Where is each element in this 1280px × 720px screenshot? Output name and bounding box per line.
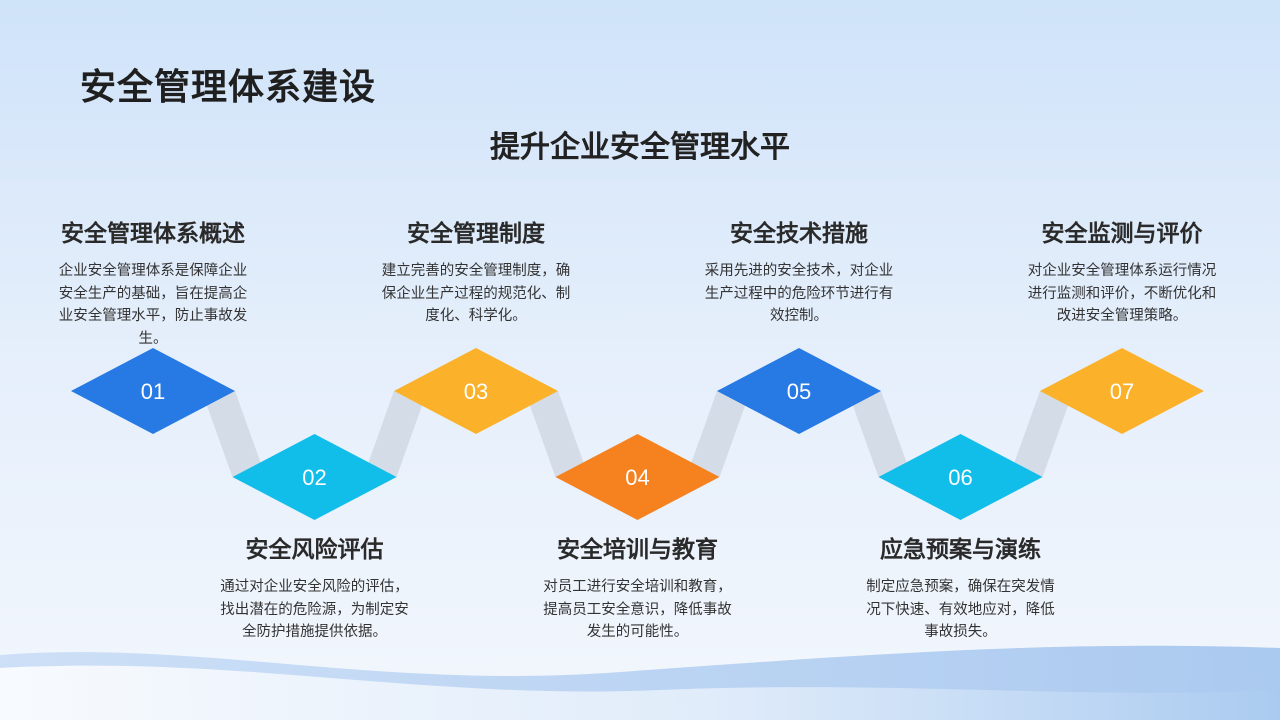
- step-title: 安全技术措施: [730, 221, 868, 247]
- step-card-02: 安全风险评估通过对企业安全风险的评估，找出潜在的危险源，为制定安全防护措施提供依…: [190, 530, 440, 644]
- step-node-03: 03: [394, 348, 558, 434]
- step-diamond: [232, 434, 397, 520]
- step-node-01: 01: [71, 348, 235, 434]
- step-node-07: 07: [1040, 348, 1204, 434]
- step-description: 对员工进行安全培训和教育，提高员工安全意识，降低事故发生的可能性。: [543, 579, 732, 640]
- step-number: 06: [948, 465, 972, 490]
- step-card-01: 安全管理体系概述企业安全管理体系是保障企业安全生产的基础，旨在提高企业安全管理水…: [28, 214, 278, 350]
- step-diamond: [71, 348, 235, 434]
- step-title: 安全风险评估: [245, 537, 384, 563]
- step-diamond: [394, 348, 558, 434]
- step-number: 04: [625, 465, 649, 490]
- step-card-05: 安全技术措施采用先进的安全技术，对企业生产过程中的危险环节进行有效控制。: [674, 214, 924, 328]
- step-title: 安全培训与教育: [557, 537, 718, 563]
- step-description: 建立完善的安全管理制度，确保企业生产过程的规范化、制度化、科学化。: [381, 263, 571, 324]
- step-card-04: 安全培训与教育对员工进行安全培训和教育，提高员工安全意识，降低事故发生的可能性。: [513, 530, 763, 644]
- page-subtitle: 提升企业安全管理水平: [490, 130, 790, 165]
- step-number: 07: [1110, 379, 1134, 404]
- step-title: 安全监测与评价: [1041, 221, 1203, 247]
- step-number: 02: [302, 465, 326, 490]
- step-description: 采用先进的安全技术，对企业生产过程中的危险环节进行有效控制。: [704, 263, 894, 324]
- step-number: 03: [464, 379, 488, 404]
- step-node-05: 05: [717, 348, 881, 434]
- step-description: 企业安全管理体系是保障企业安全生产的基础，旨在提高企业安全管理水平，防止事故发生…: [58, 263, 248, 347]
- step-card-07: 安全监测与评价对企业安全管理体系运行情况进行监测和评价，不断优化和改进安全管理策…: [997, 214, 1247, 328]
- step-card-03: 安全管理制度建立完善的安全管理制度，确保企业生产过程的规范化、制度化、科学化。: [351, 214, 601, 328]
- step-node-04: 04: [555, 434, 720, 520]
- step-diamond: [1040, 348, 1204, 434]
- step-card-06: 应急预案与演练制定应急预案，确保在突发情况下快速、有效地应对，降低事故损失。: [836, 530, 1086, 644]
- step-title: 应急预案与演练: [880, 537, 1041, 563]
- step-number: 05: [787, 379, 811, 404]
- step-diamond: [717, 348, 881, 434]
- step-node-02: 02: [232, 434, 397, 520]
- step-node-06: 06: [878, 434, 1043, 520]
- step-description: 对企业安全管理体系运行情况进行监测和评价，不断优化和改进安全管理策略。: [1027, 263, 1217, 324]
- step-description: 制定应急预案，确保在突发情况下快速、有效地应对，降低事故损失。: [866, 579, 1055, 640]
- step-title: 安全管理体系概述: [61, 221, 245, 247]
- step-title: 安全管理制度: [407, 221, 545, 247]
- step-description: 通过对企业安全风险的评估，找出潜在的危险源，为制定安全防护措施提供依据。: [220, 579, 409, 640]
- step-number: 01: [141, 379, 165, 404]
- page-title: 安全管理体系建设: [80, 67, 377, 108]
- step-diamond: [555, 434, 720, 520]
- step-diamond: [878, 434, 1043, 520]
